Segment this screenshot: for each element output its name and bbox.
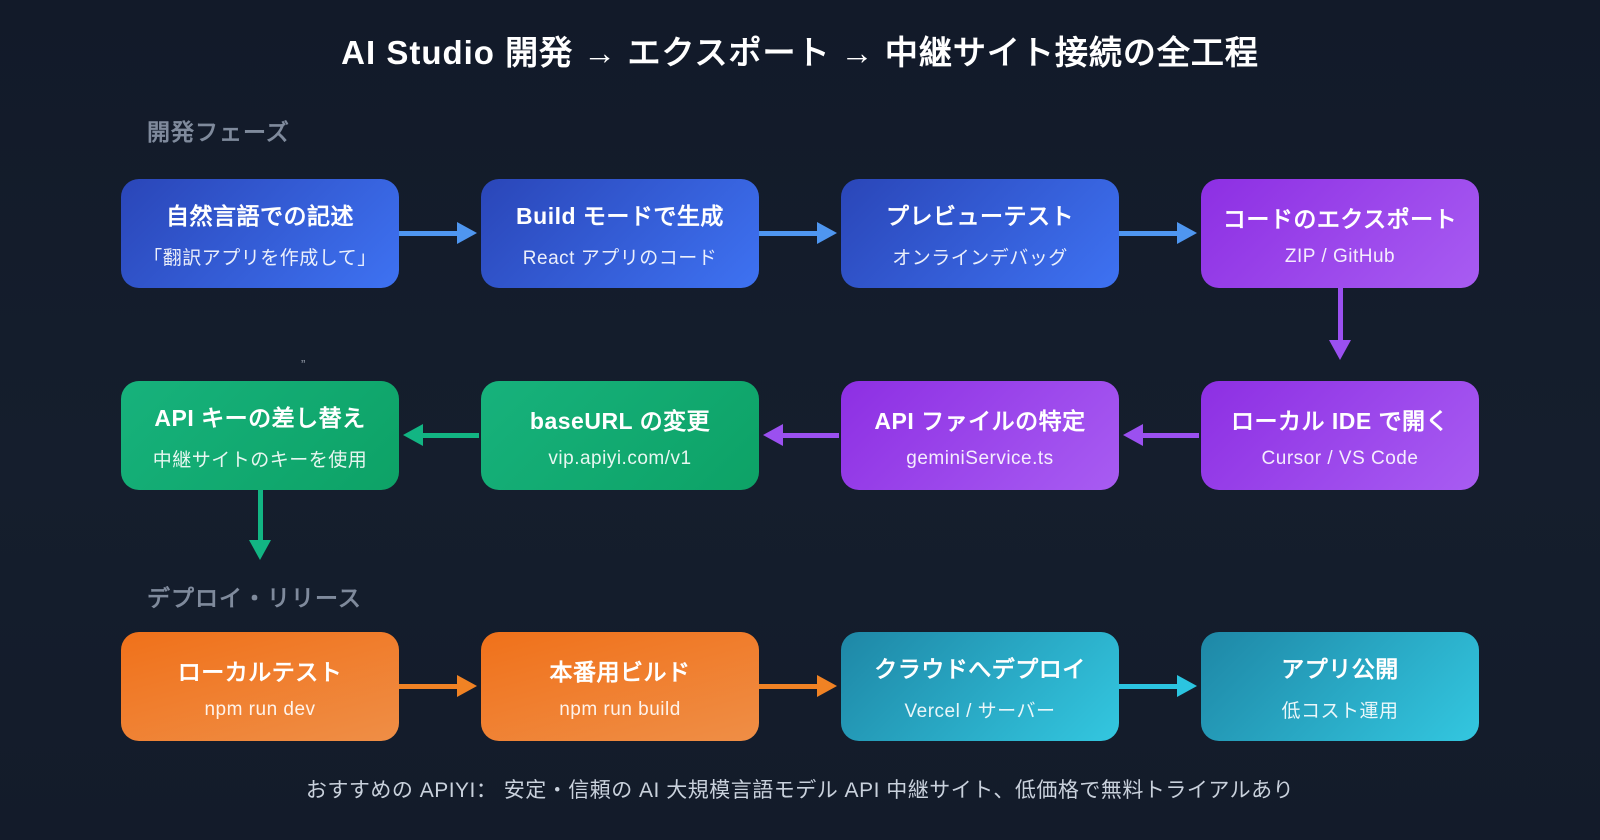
arrow-right-icon xyxy=(759,222,837,244)
step-subtitle: オンラインデバッグ xyxy=(892,248,1068,269)
step-subtitle: npm run build xyxy=(559,698,681,720)
arrow-down-icon xyxy=(1329,288,1351,360)
step-code-export: コードのエクスポート ZIP / GitHub xyxy=(1201,179,1479,288)
step-baseurl-change: baseURL の変更 vip.apiyi.com/v1 xyxy=(481,381,759,490)
step-title: 自然言語での記述 xyxy=(166,203,354,229)
step-subtitle: Cursor / VS Code xyxy=(1261,447,1419,469)
footer-note: おすすめの APIYI： 安定・信頼の AI 大規模言語モデル API 中継サイ… xyxy=(305,779,1295,802)
step-title: 本番用ビルド xyxy=(549,658,691,685)
step-local-test: ローカルテスト npm run dev xyxy=(121,632,399,741)
step-subtitle: geminiService.ts xyxy=(906,447,1054,469)
arrow-right-icon xyxy=(759,675,837,697)
step-title: API キーの差し替え xyxy=(154,405,366,431)
step-preview-test: プレビューテスト オンラインデバッグ xyxy=(841,179,1119,288)
arrow-right-icon xyxy=(399,222,477,244)
arrow-left-icon xyxy=(1123,424,1199,446)
page-title: AI Studio 開発 → エクスポート → 中継サイト接続の全工程 xyxy=(341,34,1259,71)
arrow-right-icon xyxy=(399,675,477,697)
step-production-build: 本番用ビルド npm run build xyxy=(481,632,759,741)
section-label-deployment: デプロイ・リリース xyxy=(147,585,362,611)
step-api-file-locate: API ファイルの特定 geminiService.ts xyxy=(841,381,1119,490)
step-build-mode-generate: Build モードで生成 React アプリのコード xyxy=(481,179,759,288)
step-deploy-cloud: クラウドへデプロイ Vercel / サーバー xyxy=(841,632,1119,741)
stray-artifact-mark: ” xyxy=(301,357,306,372)
step-natural-language-input: 自然言語での記述 「翻訳アプリを作成して」 xyxy=(121,179,399,288)
step-title: API ファイルの特定 xyxy=(874,407,1086,434)
section-label-development: 開発フェーズ xyxy=(147,119,290,145)
step-subtitle: Vercel / サーバー xyxy=(904,701,1056,722)
step-title: アプリ公開 xyxy=(1281,656,1399,682)
step-subtitle: vip.apiyi.com/v1 xyxy=(548,447,692,469)
step-title: ローカルテスト xyxy=(177,658,343,685)
step-open-local-ide: ローカル IDE で開く Cursor / VS Code xyxy=(1201,381,1479,490)
step-title: コードのエクスポート xyxy=(1222,205,1458,232)
step-title: クラウドへデプロイ xyxy=(874,656,1086,682)
arrow-right-icon xyxy=(1119,222,1197,244)
step-title: ローカル IDE で開く xyxy=(1230,407,1450,434)
step-subtitle: npm run dev xyxy=(204,698,316,720)
step-title: プレビューテスト xyxy=(886,203,1074,229)
arrow-left-icon xyxy=(403,424,479,446)
step-subtitle: 中継サイトのキーを使用 xyxy=(152,450,368,471)
arrow-left-icon xyxy=(763,424,839,446)
step-subtitle: 「翻訳アプリを作成して」 xyxy=(143,248,377,269)
step-title: Build モードで生成 xyxy=(516,203,724,229)
step-api-key-replace: API キーの差し替え 中継サイトのキーを使用 xyxy=(121,381,399,490)
step-subtitle: 低コスト運用 xyxy=(1281,701,1399,722)
step-app-release: アプリ公開 低コスト運用 xyxy=(1201,632,1479,741)
arrow-right-icon xyxy=(1119,675,1197,697)
step-subtitle: React アプリのコード xyxy=(522,248,718,269)
step-subtitle: ZIP / GitHub xyxy=(1284,245,1396,267)
step-title: baseURL の変更 xyxy=(529,407,711,434)
arrow-down-icon xyxy=(249,490,271,560)
